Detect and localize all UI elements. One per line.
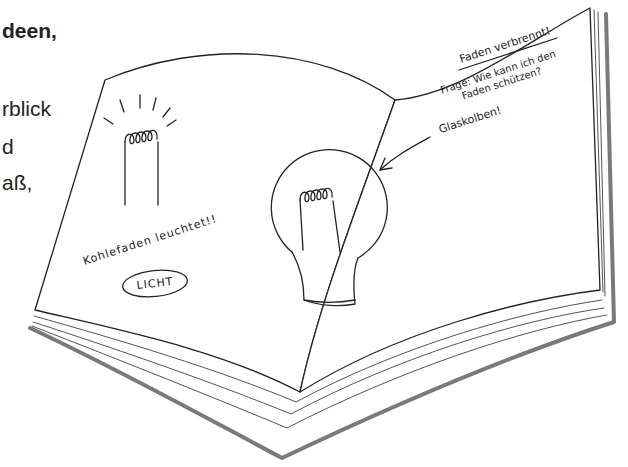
cropped-text: deen, bbox=[2, 18, 57, 43]
pointer-arrow bbox=[380, 137, 430, 170]
right-page bbox=[300, 8, 600, 392]
cropped-text: rblick bbox=[2, 96, 51, 121]
cropped-text: d bbox=[2, 134, 14, 159]
filament-sketch bbox=[104, 95, 176, 205]
light-bulb-sketch bbox=[271, 150, 387, 306]
cropped-text: aß, bbox=[2, 170, 32, 195]
arrow-head bbox=[380, 158, 392, 170]
